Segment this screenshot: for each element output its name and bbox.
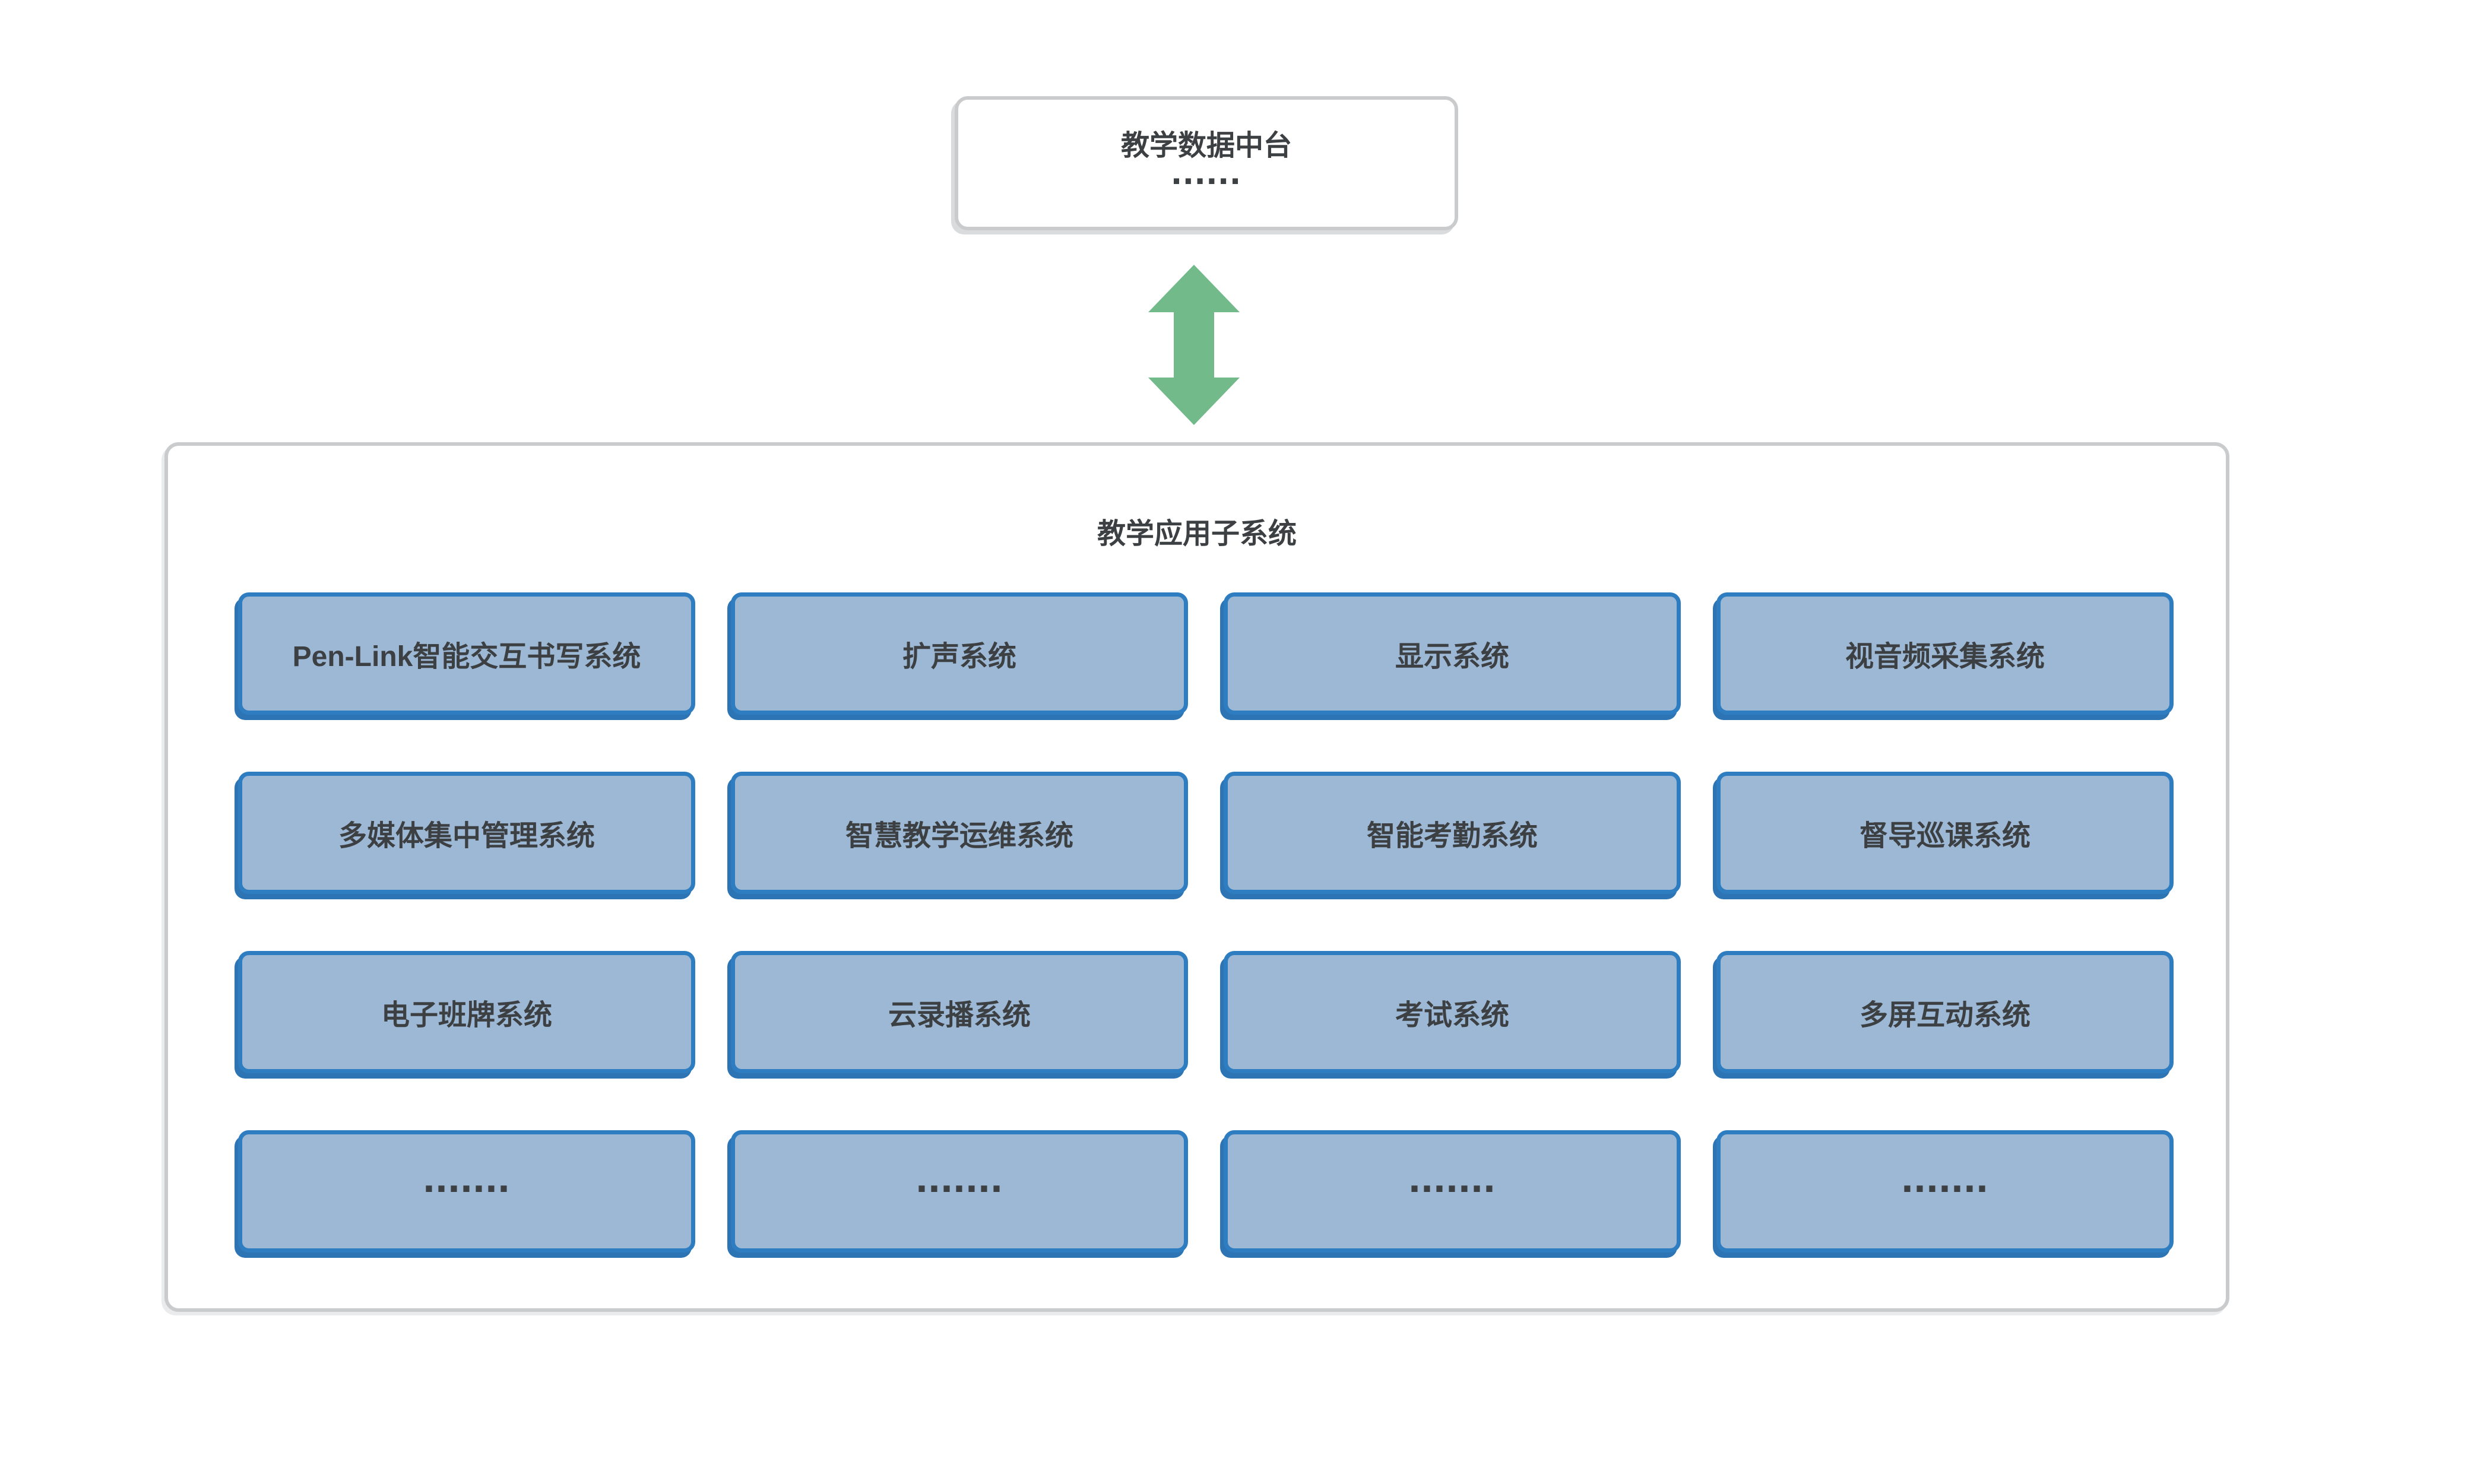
subsystem-label: 督导巡课系统 (1859, 820, 2030, 852)
subsystem-label: 云录播系统 (888, 1000, 1031, 1031)
subsystem-label: 电子班牌系统 (381, 1000, 552, 1031)
subsystem-label: 智慧教学运维系统 (845, 820, 1073, 852)
ellipsis-text: ....... (916, 1156, 1003, 1198)
subsystem-label: 扩声系统 (902, 641, 1016, 673)
subsystem-box-display: 显示系统 (1224, 592, 1681, 715)
subsystem-box-placeholder: ....... (1224, 1130, 1681, 1252)
subsystem-box-e-class-sign: 电子班牌系统 (238, 951, 695, 1073)
subsystem-label: 考试系统 (1395, 1000, 1509, 1031)
subsystem-box-placeholder: ....... (1716, 1130, 2174, 1252)
subsystem-label: 多屏互动系统 (1859, 1000, 2030, 1031)
subsystem-box-placeholder: ....... (238, 1130, 695, 1252)
subsystem-box-av-capture: 视音频采集系统 (1716, 592, 2174, 715)
teaching-data-platform-title: 教学数据中台 (1120, 130, 1292, 162)
subsystem-box-multiscreen-interaction: 多屏互动系统 (1716, 951, 2174, 1073)
teaching-data-platform-box: 教学数据中台 ...... (955, 96, 1458, 230)
subsystem-grid: Pen-Link智能交互书写系统 扩声系统 显示系统 视音频采集系统 多媒体集中… (238, 592, 2174, 1252)
subsystem-label: 智能考勤系统 (1366, 820, 1538, 852)
bidirectional-arrow-icon (1148, 265, 1240, 425)
subsystem-box-smart-attendance: 智能考勤系统 (1224, 772, 1681, 894)
ellipsis-text: ....... (423, 1156, 511, 1198)
ellipsis-text: ...... (1171, 154, 1242, 189)
ellipsis-text: ....... (1408, 1156, 1496, 1198)
subsystem-box-pen-link: Pen-Link智能交互书写系统 (238, 592, 695, 715)
subsystem-label: 显示系统 (1395, 641, 1509, 673)
subsystem-label: 多媒体集中管理系统 (338, 820, 595, 852)
panel-title: 教学应用子系统 (1097, 518, 1297, 550)
ellipsis-text: ....... (1901, 1156, 1989, 1198)
subsystem-box-exam: 考试系统 (1224, 951, 1681, 1073)
subsystem-box-supervision-patrol: 督导巡课系统 (1716, 772, 2174, 894)
subsystem-box-sound-reinforcement: 扩声系统 (731, 592, 1188, 715)
bidirectional-arrow (1148, 265, 1240, 425)
subsystem-box-multimedia-management: 多媒体集中管理系统 (238, 772, 695, 894)
subsystem-label: 视音频采集系统 (1845, 641, 2045, 673)
subsystem-box-smart-teaching-ops: 智慧教学运维系统 (731, 772, 1188, 894)
teaching-application-subsystem-panel: 教学应用子系统 Pen-Link智能交互书写系统 扩声系统 显示系统 视音频采集… (164, 442, 2229, 1312)
subsystem-box-cloud-recording: 云录播系统 (731, 951, 1188, 1073)
subsystem-box-placeholder: ....... (731, 1130, 1188, 1252)
subsystem-label: Pen-Link智能交互书写系统 (292, 641, 641, 673)
